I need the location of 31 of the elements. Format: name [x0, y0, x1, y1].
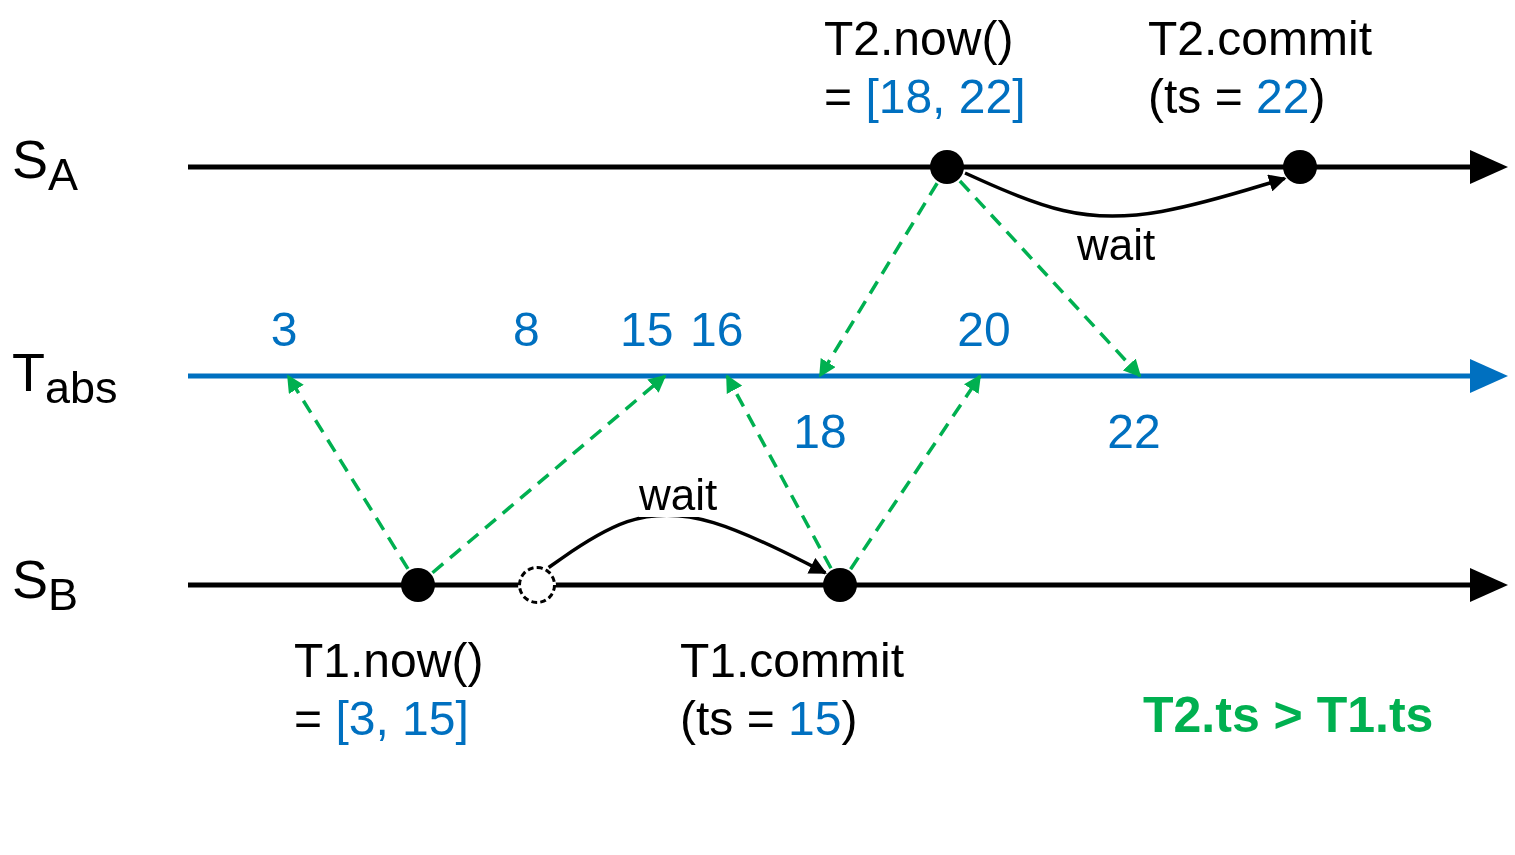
event-dot — [401, 568, 435, 602]
arrow — [286, 374, 410, 570]
event-dot — [1283, 150, 1317, 184]
arrow — [725, 374, 833, 570]
event-label: T2.now() — [824, 11, 1015, 67]
event-label: T1.now() — [294, 633, 484, 689]
time-point-label: 22 — [1096, 376, 1172, 456]
event-dot — [823, 568, 857, 602]
arrow — [849, 374, 982, 571]
arrow — [958, 179, 1142, 378]
event-label: T1.commit — [680, 633, 904, 689]
event-dot — [930, 150, 964, 184]
event-dot — [518, 566, 556, 604]
row-label: T$_{abs}$ — [12, 345, 118, 410]
timestamp-text: (ts = 15) — [680, 691, 859, 747]
time-point-label: 18 — [782, 376, 858, 456]
timestamp-text: (ts = 22) — [1148, 69, 1327, 125]
timestamp-text: = [3, 15] — [294, 691, 470, 747]
arrow — [431, 374, 667, 575]
timestamp-text: = [18, 22] — [824, 69, 1026, 125]
event-label: T2.commit — [1148, 11, 1372, 67]
time-point-label: 20 — [946, 306, 1022, 376]
arrow — [964, 171, 1287, 218]
time-value: 8 — [513, 306, 540, 354]
time-point-label: 16 — [690, 306, 760, 376]
arrow — [818, 182, 939, 378]
row-label: S$_{A}$ — [12, 132, 79, 197]
time-point-label: 15 — [620, 306, 682, 376]
row-label: S$_{B}$ — [12, 552, 79, 617]
time-point-label: 3 — [254, 306, 314, 376]
conclusion-note: T2.ts > T1.ts — [1143, 690, 1434, 740]
